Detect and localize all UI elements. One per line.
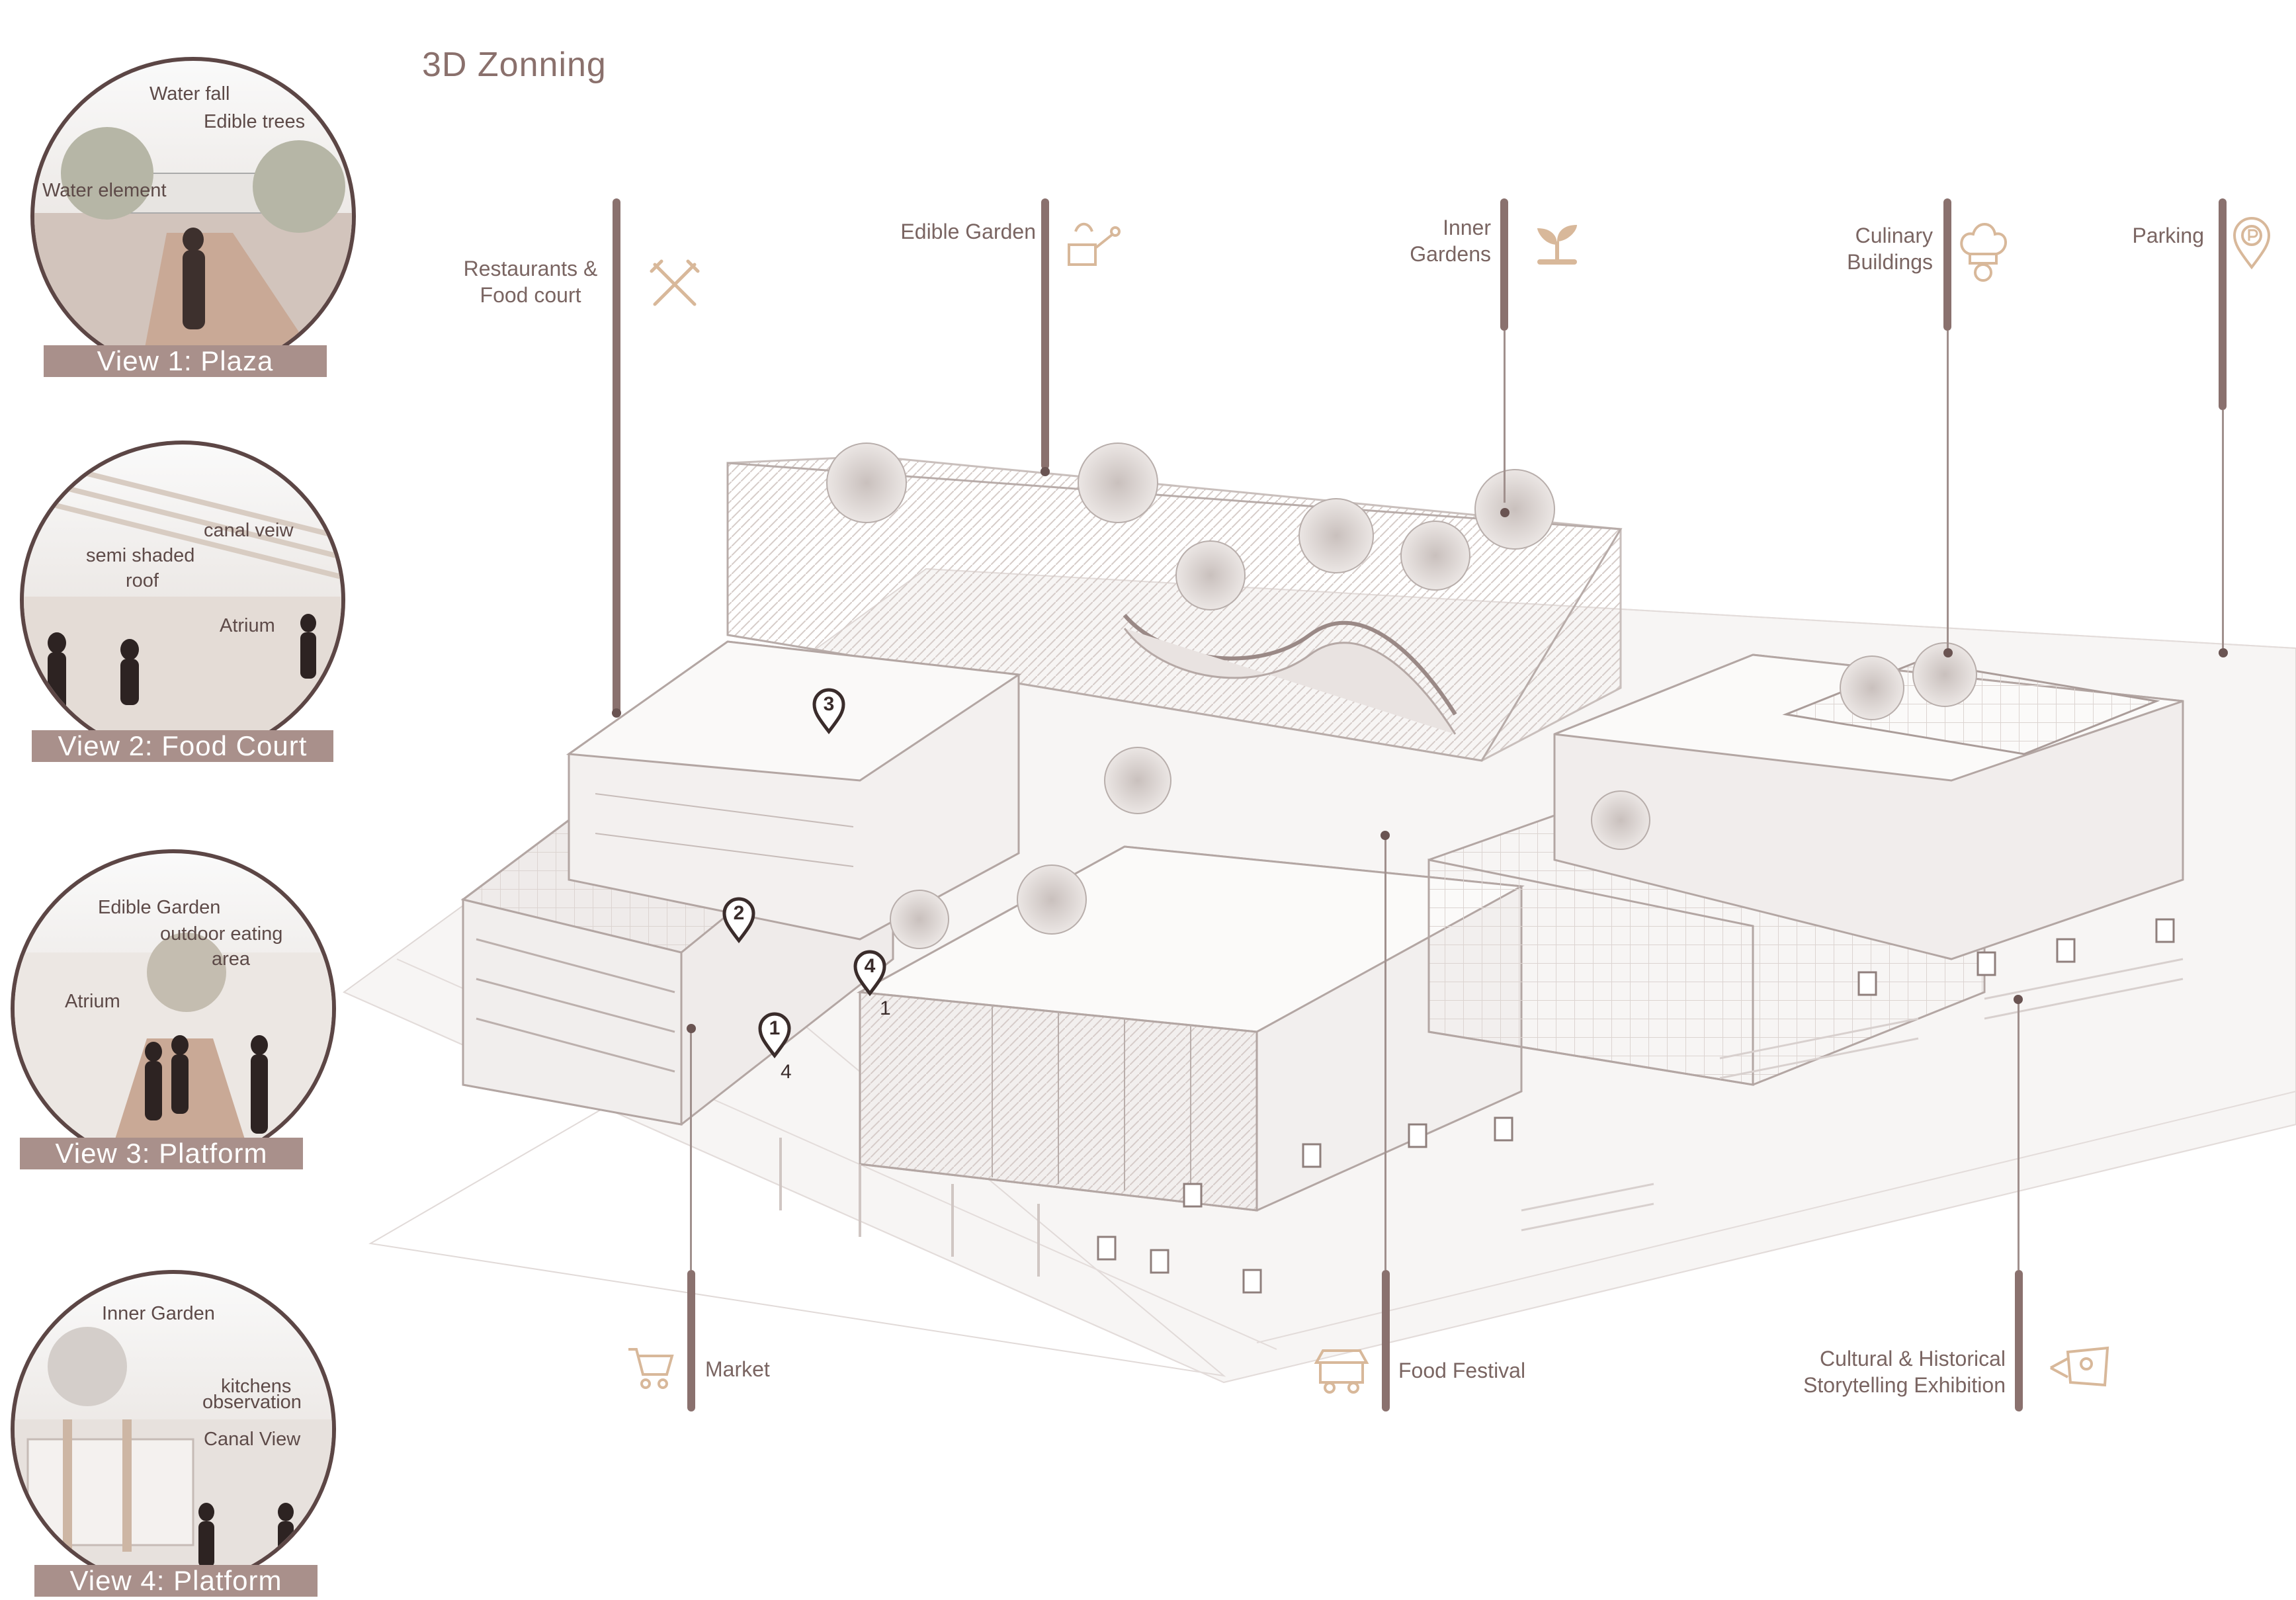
zone-label-parking: Parking xyxy=(2132,224,2205,247)
page-title: 3D Zonning xyxy=(422,46,607,84)
annotation-semi-shaded: semi shaded xyxy=(86,545,195,566)
zone-label-market: Market xyxy=(705,1357,770,1381)
sprout-icon xyxy=(1537,225,1577,265)
map-pin-1 xyxy=(758,1012,791,1058)
view-3-platform: Edible Garden outdoor eating area Atrium… xyxy=(9,849,336,1169)
annotation-edible-trees: Edible trees xyxy=(204,111,306,132)
view-1-label: View 1: Plaza xyxy=(44,345,327,377)
annotation-inner-garden: Inner Garden xyxy=(102,1303,215,1324)
pin-number-3: 3 xyxy=(823,693,835,715)
watering-can-icon xyxy=(1068,222,1121,266)
map-pin-4 xyxy=(853,950,886,996)
view-1-plaza: Water fall Edible trees Water element Vi… xyxy=(30,57,356,377)
shopping-cart-icon xyxy=(628,1348,674,1389)
annotation-atrium: Atrium xyxy=(220,615,275,636)
zone-label-inner-gardens: Inner xyxy=(1443,216,1491,239)
annotation-kitchens: kitchens xyxy=(221,1376,292,1397)
annotation-water-element: Water element xyxy=(42,180,167,201)
view-4-image xyxy=(11,1270,336,1589)
zone-label-cultural: Cultural & Historical xyxy=(1820,1347,2006,1370)
view-4-platform: Inner Garden kitchens observation Canal … xyxy=(9,1270,336,1597)
zone-label-restaurants: Restaurants & xyxy=(463,257,598,280)
annotation-observation: observation xyxy=(202,1392,302,1413)
parking-pin-icon xyxy=(2232,217,2271,270)
pin-number-1: 1 xyxy=(769,1017,781,1039)
annotation-canal-view: canal veiw xyxy=(204,520,294,541)
view-3-label: View 3: Platform xyxy=(20,1138,303,1169)
view-4-label: View 4: Platform xyxy=(34,1565,318,1597)
view-tag-1: 1 xyxy=(880,997,891,1019)
fork-knife-icon xyxy=(650,259,700,306)
annotation-water-fall: Water fall xyxy=(149,83,230,105)
zone-label-edible-garden: Edible Garden xyxy=(900,220,1036,243)
view-3-image xyxy=(11,849,336,1168)
view-2-label: View 2: Food Court xyxy=(32,730,333,762)
exhibition-icon xyxy=(2050,1346,2109,1387)
annotation-roof: roof xyxy=(126,570,159,591)
chef-hat-icon xyxy=(1960,223,2007,282)
annotation-canal-view-4: Canal View xyxy=(204,1429,301,1450)
annotation-area: area xyxy=(212,948,251,970)
food-cart-icon xyxy=(1314,1349,1369,1394)
pin-number-4: 4 xyxy=(864,955,876,977)
view-tag-4: 4 xyxy=(781,1061,792,1083)
view-2-image xyxy=(20,441,345,759)
map-pin-2 xyxy=(722,897,755,943)
view-2-food-court: canal veiw semi shaded roof Atrium View … xyxy=(20,441,347,762)
zone-label-culinary: Culinary xyxy=(1855,224,1933,247)
pin-number-2: 2 xyxy=(733,902,745,924)
map-pin-3 xyxy=(812,688,845,734)
zone-label-food-festival: Food Festival xyxy=(1398,1359,1526,1382)
annotation-edible-garden: Edible Garden xyxy=(98,897,221,918)
annotation-atrium-3: Atrium xyxy=(65,991,120,1012)
annotation-outdoor-eating: outdoor eating xyxy=(160,923,283,945)
